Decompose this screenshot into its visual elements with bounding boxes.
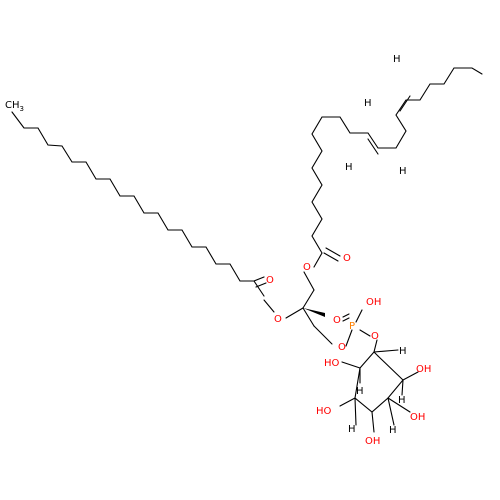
methyl-label: CH3 <box>5 100 24 113</box>
phosphorus-label: P <box>349 321 355 332</box>
wedge-bond <box>303 308 325 317</box>
phosphate-ring-oxygen: O <box>371 331 379 342</box>
ring-hydroxyl-5: OH <box>365 436 380 447</box>
phosphate-double-oxygen: O <box>333 315 341 326</box>
ring-hydrogen-1: H <box>399 346 407 357</box>
h-double-bond-2a: H <box>345 162 353 173</box>
glycerol-phosphate-oxygen: O <box>338 342 346 353</box>
ring-hydroxyl-1: HO <box>324 358 340 369</box>
ring-hydroxyl-3: OH <box>410 412 425 423</box>
carbonyl-oxygen-top: O <box>343 253 351 264</box>
ring-hydrogen-2: H <box>356 386 364 397</box>
ester-oxygen-left: O <box>274 314 282 325</box>
glycerol-backbone <box>263 271 333 345</box>
ring-hydroxyl-2: OH <box>416 364 431 375</box>
palmitoyl-chain <box>11 111 267 297</box>
ring-hydrogen-5: H <box>348 424 356 435</box>
ring-hydroxyl-4: HO <box>316 406 332 417</box>
carbonyl-oxygen-left: O <box>266 275 274 286</box>
h-double-bond-1a: H <box>393 54 401 65</box>
ester-oxygen-top: O <box>303 262 311 273</box>
phosphate-hydroxyl: OH <box>366 297 381 308</box>
atom-labels: CH3 H H H H O O O O O O P OH O H HO OH H… <box>5 54 431 447</box>
h-double-bond-1b: H <box>364 98 372 109</box>
h-double-bond-2b: H <box>399 166 407 177</box>
ring-hydrogen-3: H <box>398 395 406 406</box>
phosphate-group <box>342 309 371 347</box>
inositol-ring <box>339 339 419 433</box>
linoleoyl-chain <box>311 67 483 268</box>
ring-hydrogen-4: H <box>389 425 397 436</box>
